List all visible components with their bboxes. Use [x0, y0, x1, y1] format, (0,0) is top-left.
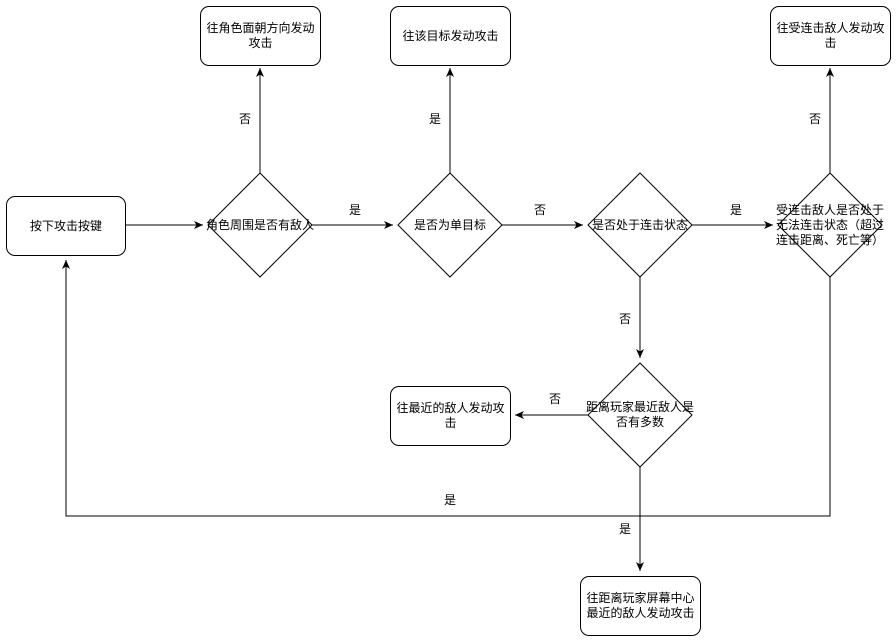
- edge-label-multiple-yes: 是: [618, 522, 633, 536]
- decision-label-single-target: 是否为单目标: [413, 217, 486, 232]
- edge-label-combo-yes: 是: [729, 203, 744, 217]
- start-node: 按下攻击按键: [6, 196, 126, 256]
- action-attack-facing-direction: 往角色面朝方向发动攻击: [200, 6, 321, 66]
- edge-invalid-yes: [62, 260, 831, 517]
- edge-label-enemy-around-no: 否: [238, 112, 253, 126]
- decision-diamond-single-target: [397, 172, 503, 278]
- edge-label-enemy-around-yes: 是: [348, 203, 363, 217]
- edge-label-single-yes: 是: [428, 112, 443, 126]
- edge-label-invalid-yes: 是: [443, 493, 458, 507]
- edge-label-single-no: 否: [533, 203, 548, 217]
- action-attack-nearest-enemy: 往最近的敌人发动攻击: [390, 386, 511, 446]
- action-attack-screen-center-enemy: 往距离玩家屏幕中心最近的敌人发动攻击: [580, 576, 701, 636]
- decision-label-combo-invalid: 受连击敌人是否处于无法连击状态（超过连击距离、死亡等）: [775, 202, 884, 247]
- decision-label-nearest-multiple: 距离玩家最近敌人是否有多数: [585, 400, 694, 429]
- decision-label-combo-state: 是否处于连击状态: [591, 217, 688, 232]
- action-attack-target: 往该目标发动攻击: [390, 6, 511, 66]
- decision-label-enemy-around: 角色周围是否有敌人: [205, 217, 314, 232]
- action-attack-combo-enemy: 往受连击敌人发动攻击: [770, 6, 891, 66]
- edge-label-invalid-no: 否: [808, 112, 823, 126]
- edge-label-multiple-no: 否: [548, 392, 563, 406]
- edge-label-combo-no: 否: [618, 312, 633, 326]
- decision-diamond-enemy-around: [207, 172, 313, 278]
